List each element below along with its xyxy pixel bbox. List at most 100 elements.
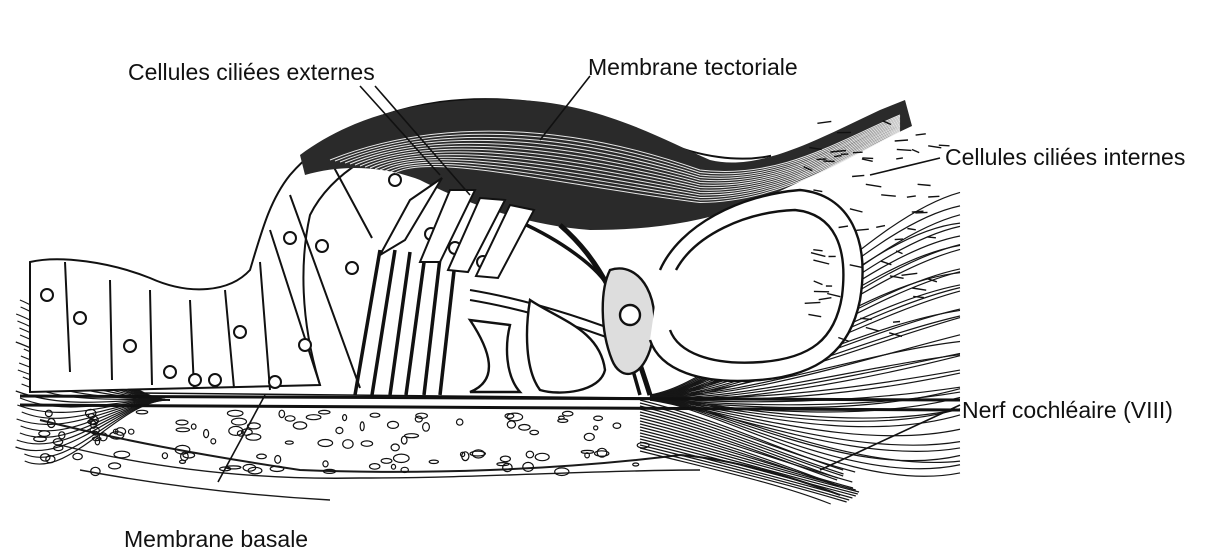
limbus-fiber — [876, 226, 885, 228]
limbus-fiber — [857, 229, 869, 230]
tissue-cell — [343, 440, 353, 449]
tissue-cell — [394, 454, 410, 462]
tissue-cell — [391, 444, 399, 451]
tissue-cell — [176, 420, 188, 425]
nucleus — [189, 374, 201, 386]
limbus-fiber — [927, 237, 936, 238]
label-outer-hair-cells: Cellules ciliées externes — [128, 61, 375, 84]
label-inner-hair-cells: Cellules ciliées internes — [945, 146, 1185, 169]
tissue-cell — [211, 439, 216, 444]
limbus-fiber — [928, 196, 939, 197]
limbus-fiber — [912, 288, 926, 290]
limbus-fiber — [813, 190, 822, 192]
tissue-cell — [257, 454, 267, 459]
tissue-cell — [594, 416, 603, 420]
nucleus — [74, 312, 86, 324]
tissue-cell — [191, 424, 196, 429]
fiber-line — [640, 430, 856, 490]
tissue-cell — [370, 413, 380, 417]
tissue-cell — [457, 419, 463, 425]
fiber-line — [640, 436, 858, 494]
tissue-cell — [633, 463, 639, 466]
limbus-fiber — [862, 158, 873, 159]
limbus-fiber — [881, 195, 896, 196]
tissue-cell — [584, 433, 594, 440]
tissue-cell — [279, 410, 285, 417]
tissue-cell — [183, 453, 195, 458]
tissue-cell — [114, 451, 130, 458]
tissue-cell — [343, 415, 347, 421]
tissue-cell — [519, 425, 530, 431]
tissue-cell — [319, 410, 330, 414]
tissue-cell — [613, 423, 621, 428]
tissue-cell — [391, 464, 395, 469]
limbus-fiber — [895, 239, 903, 240]
tissue-cell — [581, 450, 593, 453]
tissue-cell — [503, 463, 512, 471]
limbus-fiber — [912, 150, 919, 153]
tissue-cell — [109, 463, 121, 469]
tissue-cell — [129, 429, 134, 434]
limbus-fiber — [907, 229, 915, 230]
limbus-fiber — [866, 184, 882, 187]
tissue-cell — [423, 423, 430, 432]
limbus-fiber — [902, 273, 918, 275]
limbus-fiber — [897, 149, 912, 150]
nucleus — [164, 366, 176, 378]
tissue-cell — [360, 422, 364, 431]
tissue-cell — [507, 421, 515, 428]
tissue-cell — [535, 453, 549, 460]
tissue-cell — [73, 453, 82, 459]
tissue-cell — [232, 418, 247, 425]
tissue-cell — [275, 456, 281, 464]
tissue-cell — [559, 416, 565, 419]
tissue-cell — [176, 428, 189, 432]
tissue-cell — [39, 431, 50, 437]
tissue-cell — [285, 441, 293, 444]
limbus-fiber — [852, 175, 864, 176]
tissue-cell — [204, 430, 209, 438]
leader-basal — [218, 395, 265, 482]
tissue-cell — [285, 416, 295, 421]
tissue-cell — [162, 453, 167, 459]
tissue-cell — [361, 441, 372, 446]
nucleus — [299, 339, 311, 351]
limbus-fiber — [850, 209, 863, 212]
limbus-fiber — [893, 322, 900, 323]
nucleus — [284, 232, 296, 244]
limbus-fiber — [907, 196, 916, 197]
tissue-cell — [95, 439, 99, 445]
limbus-fiber — [896, 158, 903, 159]
tissue-cell — [415, 416, 422, 422]
tissue-cell — [336, 427, 343, 433]
label-basilar-membrane: Membrane basale — [124, 528, 308, 551]
tissue-cell — [91, 467, 100, 475]
limbus-fiber — [824, 161, 835, 162]
limbus-fiber — [916, 134, 926, 135]
tissue-cell — [405, 434, 419, 438]
fiber-line — [640, 433, 859, 492]
tissue-cell — [45, 410, 52, 416]
limbus-fiber — [918, 184, 931, 185]
nucleus — [389, 174, 401, 186]
limbus-fiber — [915, 212, 927, 213]
tissue-cell — [293, 422, 306, 429]
nucleus — [209, 374, 221, 386]
nucleus — [346, 262, 358, 274]
limbus-fiber — [805, 302, 821, 303]
tissue-cell — [136, 410, 147, 414]
tissue-cell — [555, 468, 569, 476]
tissue-cell — [497, 463, 509, 466]
label-tectorial-membrane: Membrane tectoriale — [588, 56, 798, 79]
nucleus — [269, 376, 281, 388]
limbus-fiber — [834, 156, 842, 157]
tissue-cell — [523, 462, 534, 471]
nucleus — [124, 340, 136, 352]
tissue-cell — [388, 421, 399, 428]
tissue-cell — [526, 451, 533, 458]
tissue-cell — [227, 410, 243, 416]
limbus-fiber — [928, 146, 941, 148]
tissue-cell — [323, 461, 328, 467]
limbus-fiber — [853, 152, 863, 153]
limbus-fiber — [862, 159, 873, 161]
